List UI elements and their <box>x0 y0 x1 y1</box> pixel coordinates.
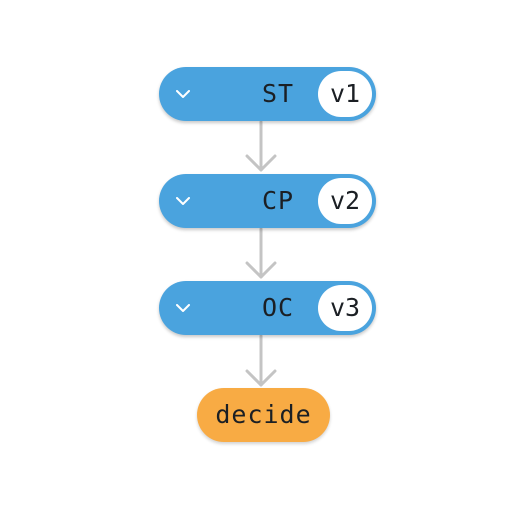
version-badge: v2 <box>318 178 372 224</box>
arrow-oc-decide-head <box>245 369 277 387</box>
node-label: OC <box>261 293 295 322</box>
node-cp[interactable]: CP v2 <box>159 174 376 228</box>
node-label: ST <box>261 79 295 108</box>
chevron-down-icon[interactable] <box>173 298 193 318</box>
chevron-down-icon[interactable] <box>173 84 193 104</box>
decide-node[interactable]: decide <box>197 388 330 442</box>
arrow-st-cp-head <box>245 154 277 172</box>
node-label: CP <box>261 186 295 215</box>
chevron-down-icon[interactable] <box>173 191 193 211</box>
version-badge: v3 <box>318 285 372 331</box>
node-st[interactable]: ST v1 <box>159 67 376 121</box>
arrow-cp-oc-head <box>245 261 277 279</box>
version-badge: v1 <box>318 71 372 117</box>
node-oc[interactable]: OC v3 <box>159 281 376 335</box>
